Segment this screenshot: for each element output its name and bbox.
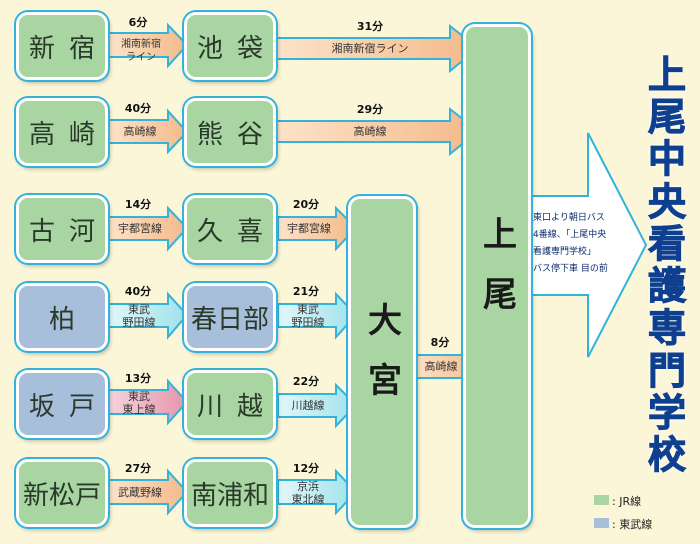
station-sakado: 坂戸 (16, 370, 108, 438)
station-koga: 古河 (16, 195, 108, 263)
station-takasaki-label: 高崎 (28, 119, 109, 150)
destination-char: 上 (647, 53, 686, 97)
station-minamiurawa: 南浦和 (184, 459, 276, 527)
arrow-minamiurawa-omiya (277, 468, 358, 516)
station-ageo: 上尾 (463, 24, 531, 528)
destination-char: 中 (647, 137, 686, 182)
arrow-shinmatsudo-minamiurawa (107, 468, 189, 516)
time-minamiurawa-omiya: 12分 (292, 462, 320, 475)
line-kuki-omiya: 宇都宮線 (287, 222, 331, 235)
arrow-kashiwa-kasukabe (107, 291, 189, 340)
time-kawagoe-omiya: 22分 (292, 375, 320, 388)
time-takasaki-kumagaya: 40分 (124, 102, 152, 115)
time-kuki-omiya: 20分 (292, 198, 320, 211)
station-shinmatsudo: 新松戸 (16, 459, 108, 527)
station-takasaki: 高崎 (16, 98, 108, 166)
destination-char: 専 (647, 306, 686, 351)
destination-school: 上尾中央看護専門学校 (638, 53, 696, 477)
arrow-takasaki-kumagaya (107, 108, 189, 155)
station-kashiwa: 柏 (16, 283, 108, 351)
station-ageo-label: 上尾 (476, 216, 517, 336)
station-omiya-label: 大宮 (361, 302, 402, 422)
line-ikebukuro-ageo: 湘南新宿ライン (331, 42, 409, 55)
destination-char: 校 (647, 432, 686, 477)
bus-note: 東口より朝日バス 4番線、「上尾中央 看護専門学校」 バス停下車 目の前 (533, 213, 608, 274)
destination-char: 央 (647, 179, 686, 224)
station-kumagaya-label: 熊谷 (196, 119, 277, 150)
line-sakado-kawagoe: 東武 東上線 (122, 390, 156, 416)
arrow-kasukabe-omiya (277, 291, 358, 340)
station-omiya: 大宮 (348, 196, 416, 528)
station-kawagoe: 川越 (184, 370, 276, 438)
station-koga-label: 古河 (28, 216, 109, 247)
destination-char: 護 (647, 264, 686, 309)
line-kumagaya-ageo: 高崎線 (353, 125, 387, 138)
arrow-kawagoe-omiya (277, 382, 358, 429)
line-shinjuku-ikebukuro: 湘南新宿 ライン (121, 39, 161, 63)
arrow-kuki-omiya (277, 205, 358, 252)
time-shinmatsudo-minamiurawa: 27分 (124, 462, 152, 475)
time-shinjuku-ikebukuro: 6分 (128, 16, 148, 29)
arrow-sakado-kawagoe (107, 378, 189, 426)
time-kumagaya-ageo: 29分 (356, 103, 384, 116)
arrow-ageo-school (525, 132, 648, 358)
line-kawagoe-omiya: 川越線 (291, 399, 325, 412)
station-kasukabe-label: 春日部 (190, 304, 269, 335)
legend-jr-label: : JR線 (612, 495, 642, 508)
station-shinmatsudo-label: 新松戸 (22, 480, 101, 511)
station-shinjuku: 新宿 (16, 12, 108, 80)
legend-jr-swatch (594, 495, 609, 505)
time-kasukabe-omiya: 21分 (292, 285, 320, 298)
arrow-shinjuku-ikebukuro (107, 22, 189, 69)
time-omiya-ageo: 8分 (430, 336, 450, 349)
line-omiya-ageo: 高崎線 (424, 360, 458, 373)
line-minamiurawa-omiya: 京浜 東北線 (291, 480, 325, 506)
station-ikebukuro: 池袋 (184, 12, 276, 80)
time-ikebukuro-ageo: 31分 (356, 20, 384, 33)
station-kashiwa-label: 柏 (48, 304, 89, 335)
station-kasukabe: 春日部 (184, 283, 276, 351)
station-kuki-label: 久喜 (196, 216, 277, 247)
legend-tobu-swatch (594, 518, 609, 528)
station-kumagaya: 熊谷 (184, 98, 276, 166)
station-kuki: 久喜 (184, 195, 276, 263)
line-shinmatsudo-minamiurawa: 武蔵野線 (118, 486, 162, 499)
station-sakado-label: 坂戸 (28, 391, 109, 422)
destination-char: 尾 (647, 95, 686, 140)
destination-char: 学 (647, 390, 686, 435)
legend-tobu-label: : 東武線 (612, 518, 653, 531)
destination-char: 門 (647, 348, 686, 393)
station-ikebukuro-label: 池袋 (196, 33, 277, 64)
time-sakado-kawagoe: 13分 (124, 372, 152, 385)
station-shinjuku-label: 新宿 (28, 33, 109, 64)
line-koga-kuki: 宇都宮線 (118, 222, 162, 235)
station-kawagoe-label: 川越 (196, 391, 277, 422)
time-kashiwa-kasukabe: 40分 (124, 285, 152, 298)
station-minamiurawa-label: 南浦和 (190, 480, 269, 511)
line-kasukabe-omiya: 東武 野田線 (291, 303, 325, 329)
arrow-koga-kuki (107, 205, 189, 252)
time-koga-kuki: 14分 (124, 198, 152, 211)
destination-char: 看 (647, 221, 686, 266)
line-takasaki-kumagaya: 高崎線 (123, 125, 157, 138)
line-kashiwa-kasukabe: 東武 野田線 (122, 303, 156, 329)
